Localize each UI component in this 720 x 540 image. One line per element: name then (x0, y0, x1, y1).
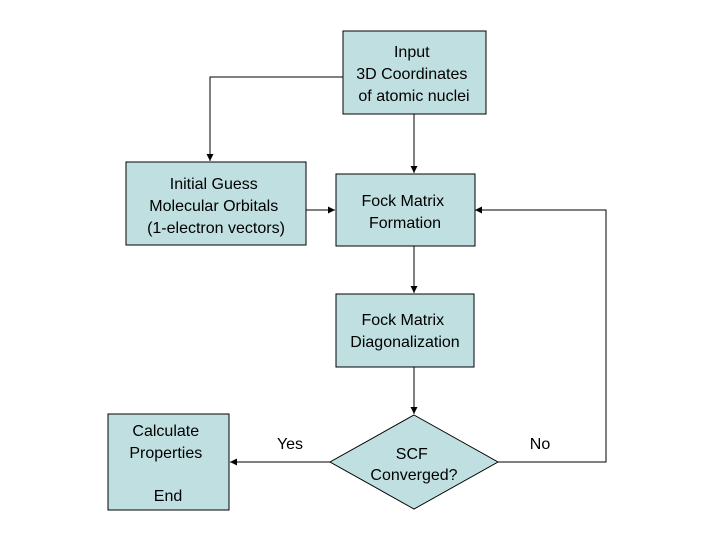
initial-guess-box (125, 161, 307, 246)
edge-scf-to-fock-formation-loop (475, 206, 607, 463)
scf-converged-diamond (328, 414, 500, 510)
svg-text:Fock Matrix Formation: Fock Matrix Formation (361, 193, 448, 232)
svg-text:Calculate Properties: Calculate Properties End (129, 423, 206, 505)
calculate-line-4: End (154, 488, 182, 505)
node-initial-guess: Initial Guess Molecular Orbitals (1-elec… (125, 161, 307, 246)
node-fock-formation: Fock Matrix Formation (335, 173, 476, 247)
input-box (342, 30, 487, 115)
initial-guess-line-2: Molecular Orbitals (149, 198, 278, 215)
svg-text:Fock Matrix Diagonalizat: Fock Matrix Diagonalization (350, 312, 459, 351)
fock-formation-line-2: Formation (369, 215, 441, 232)
edges (206, 76, 607, 466)
calculate-box (107, 413, 230, 511)
svg-text:SCF Converged?: SCF Converged? (370, 446, 457, 484)
input-line-3: of atomic nuclei (358, 88, 469, 105)
edge-label-yes: Yes (277, 436, 303, 453)
svg-text:Initial Guess Molecular: Initial Guess Molecular Orbitals (1-elec… (147, 176, 285, 237)
node-scf-converged: SCF Converged? (328, 414, 500, 510)
node-fock-diagonalization: Fock Matrix Diagonalization (335, 293, 475, 368)
initial-guess-line-3: (1-electron vectors) (147, 220, 285, 237)
svg-text:Input 3D Coordinates: Input 3D Coordinates of atomic nuclei (356, 44, 472, 105)
calculate-line-2: Properties (129, 445, 202, 462)
fock-diagonalization-line-1: Fock Matrix (361, 312, 444, 329)
calculate-line-1: Calculate (132, 423, 199, 440)
input-line-2: 3D Coordinates (356, 66, 467, 83)
edge-input-to-initial-guess (206, 76, 343, 161)
fock-formation-box (335, 173, 476, 247)
fock-diagonalization-line-2: Diagonalization (350, 334, 459, 351)
node-calculate: Calculate Properties End (107, 413, 230, 511)
node-input: Input 3D Coordinates of atomic nuclei (342, 30, 487, 115)
scf-converged-line-1: SCF (396, 446, 428, 463)
fock-diagonalization-box (335, 293, 475, 368)
scf-converged-line-2: Converged? (370, 467, 457, 484)
fock-formation-line-1: Fock Matrix (361, 193, 444, 210)
input-line-1: Input (394, 44, 430, 61)
edge-label-no: No (530, 436, 551, 453)
initial-guess-line-1: Initial Guess (170, 176, 258, 193)
